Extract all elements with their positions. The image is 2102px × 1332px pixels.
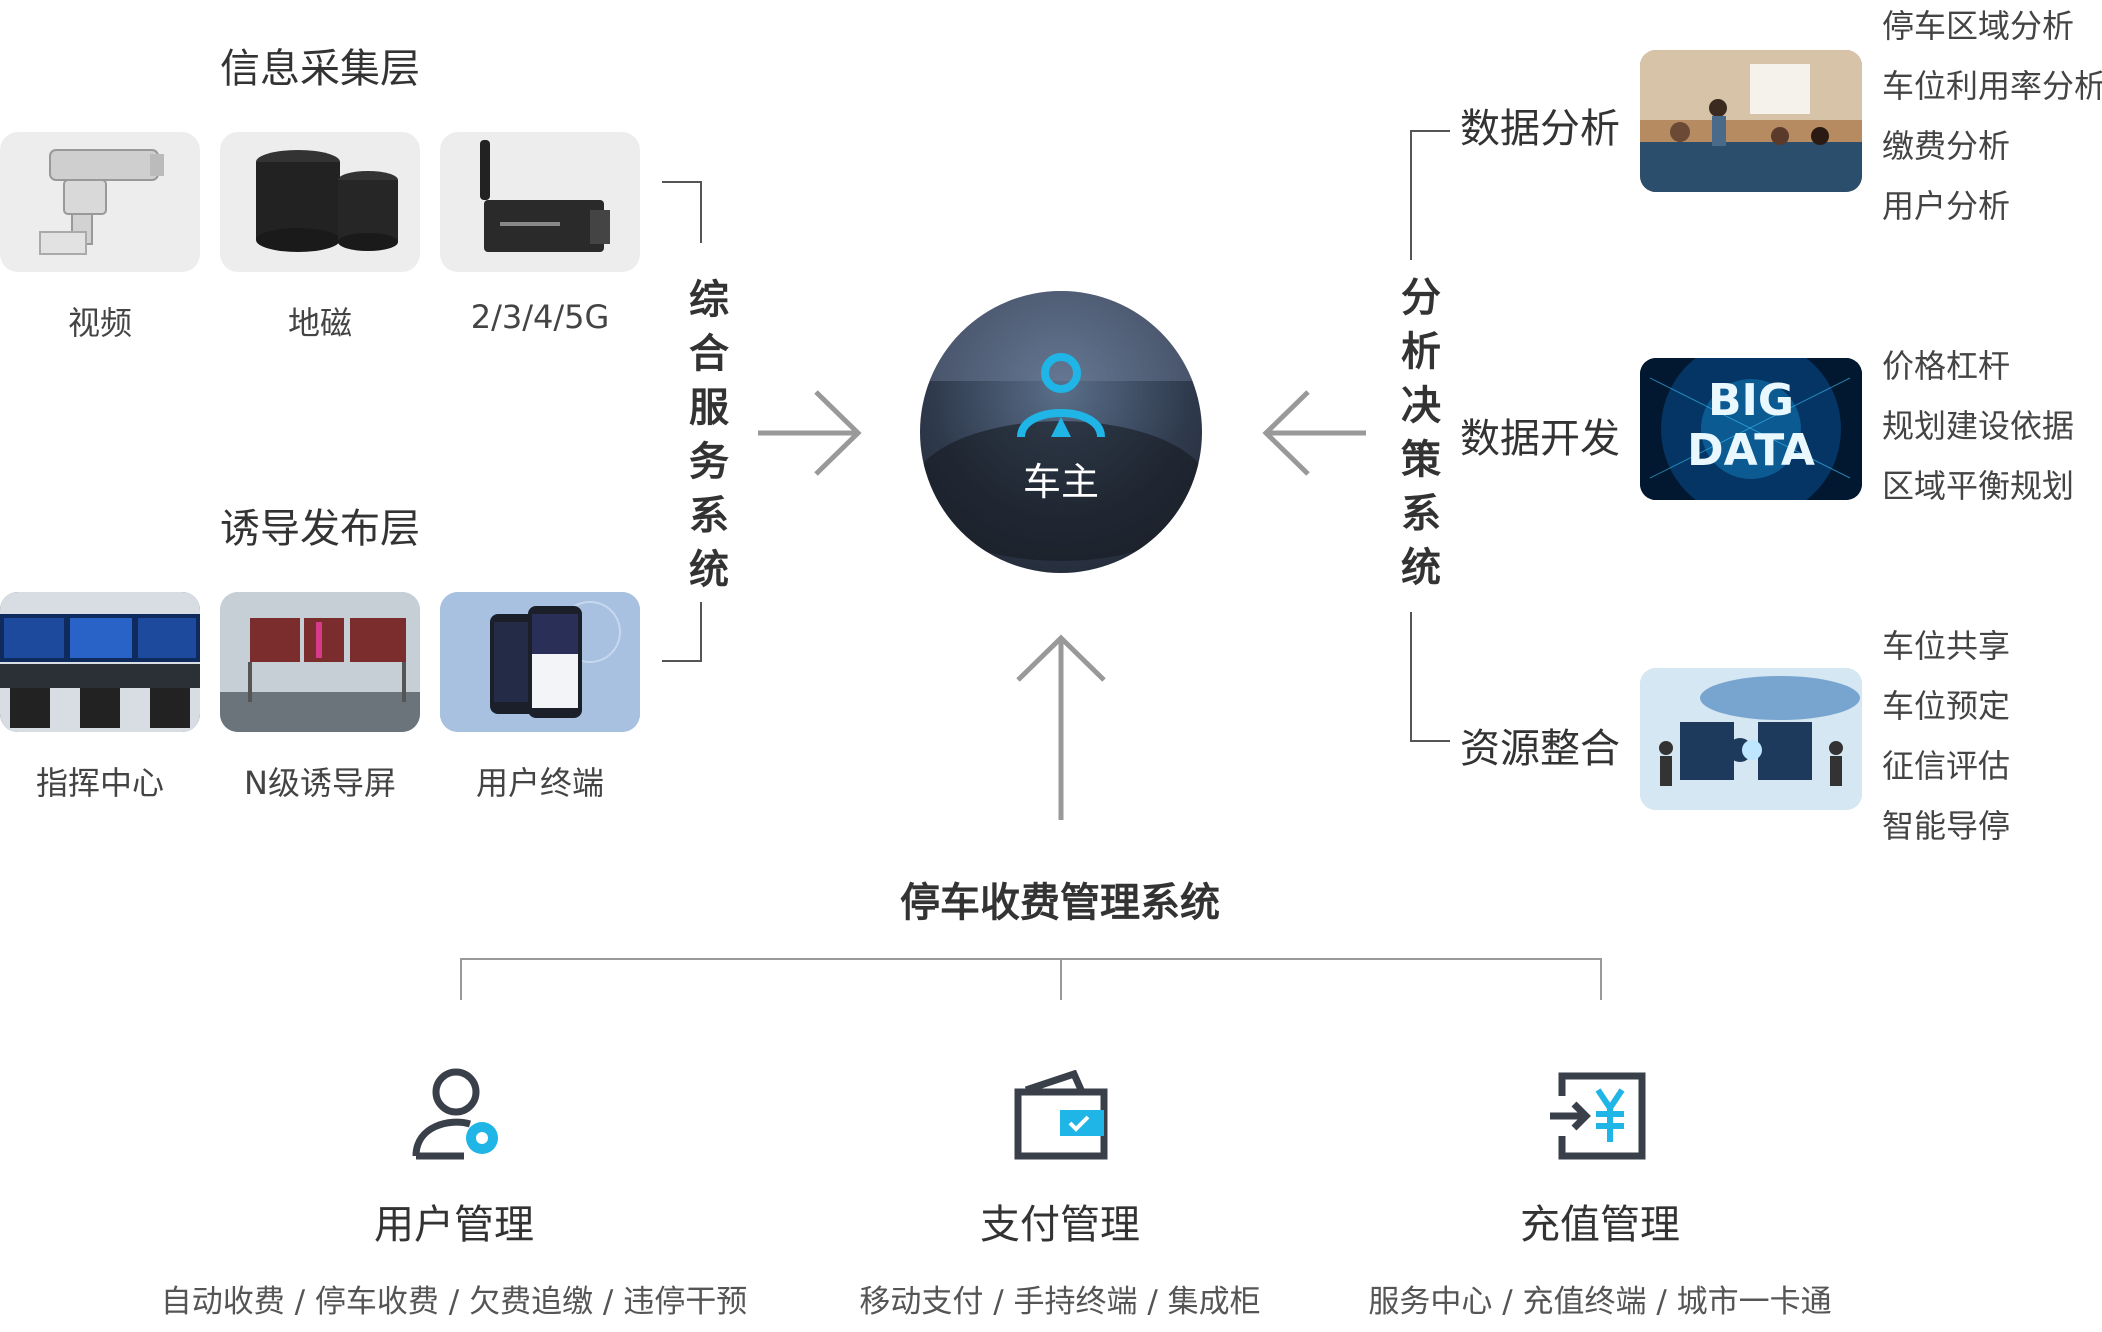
branch1-item-2: 车位利用率分析 xyxy=(1882,67,2102,105)
recharge-management-desc: 服务中心 / 充值终端 / 城市一卡通 xyxy=(1368,1284,1832,1320)
recharge-management-title: 充值管理 xyxy=(1520,1202,1680,1248)
data-analysis-title: 数据分析 xyxy=(1460,106,1620,152)
puzzle-image xyxy=(1640,668,1862,810)
yuan-recharge-icon xyxy=(1550,1072,1646,1160)
left-bracket-bottom-vertical xyxy=(700,602,702,662)
network-label: 2/3/4/5G xyxy=(470,298,610,336)
guidance-layer-title: 诱导发布层 xyxy=(220,506,420,552)
user-terminal-label: 用户终端 xyxy=(475,764,604,802)
resource-integration-title: 资源整合 xyxy=(1460,726,1620,772)
driver-icon xyxy=(1017,353,1105,438)
arrow-up-icon xyxy=(1016,634,1106,820)
branch1-item-4: 用户分析 xyxy=(1882,187,2011,225)
branch2-item-2: 规划建设依据 xyxy=(1882,407,2075,445)
driver-label: 车主 xyxy=(1022,460,1099,504)
service-system-label: 综合服务系统 xyxy=(682,278,728,602)
road-guidance-sign-image xyxy=(220,592,420,732)
parking-tree-left-drop xyxy=(460,958,462,1000)
command-center-image xyxy=(0,592,200,732)
payment-management-desc: 移动支付 / 手持终端 / 集成柜 xyxy=(859,1284,1261,1320)
parking-tree-right-drop xyxy=(1600,958,1602,1000)
decision-system-label: 分析决策系统 xyxy=(1394,276,1440,600)
arrow-right-icon xyxy=(758,390,862,476)
branch2-item-3: 区域平衡规划 xyxy=(1882,467,2075,505)
mobile-phone-image xyxy=(440,592,640,732)
video-label: 视频 xyxy=(67,304,132,342)
branch3-item-3: 征信评估 xyxy=(1882,747,2011,785)
data-development-title: 数据开发 xyxy=(1460,416,1620,462)
left-bracket-top-vertical xyxy=(700,181,702,243)
payment-management-title: 支付管理 xyxy=(980,1202,1140,1248)
branch2-item-1: 价格杠杆 xyxy=(1882,347,2011,385)
driver-circle: 车主 xyxy=(920,291,1202,573)
guidance-screen-label: N级诱导屏 xyxy=(244,764,396,802)
arrow-left-icon xyxy=(1262,390,1366,476)
user-management-title: 用户管理 xyxy=(374,1202,534,1248)
branch3-item-1: 车位共享 xyxy=(1882,627,2011,665)
meeting-photo xyxy=(1640,50,1862,192)
parking-tree-horizontal xyxy=(460,958,1602,960)
branch3-item-2: 车位预定 xyxy=(1882,687,2011,725)
user-management-desc: 自动收费 / 停车收费 / 欠费追缴 / 违停干预 xyxy=(160,1284,748,1320)
magnetic-sensor-image xyxy=(220,132,420,272)
magnetic-label: 地磁 xyxy=(287,304,352,342)
wallet-icon xyxy=(1014,1070,1108,1160)
branch1-item-3: 缴费分析 xyxy=(1882,127,2011,165)
decision-branch-1-line xyxy=(1410,130,1450,132)
left-bracket-bottom xyxy=(662,660,702,662)
branch3-item-4: 智能导停 xyxy=(1882,807,2011,845)
branch1-item-1: 停车区域分析 xyxy=(1882,7,2075,45)
parking-tree-middle-drop xyxy=(1060,958,1062,1000)
decision-tree-top-line xyxy=(1410,130,1412,260)
decision-tree-bottom-line xyxy=(1410,612,1412,742)
parking-system-title: 停车收费管理系统 xyxy=(900,880,1220,926)
surveillance-camera-image xyxy=(0,132,200,272)
collection-layer-title: 信息采集层 xyxy=(220,46,420,92)
left-bracket-top xyxy=(662,181,702,183)
command-center-label: 指挥中心 xyxy=(35,764,164,802)
decision-branch-3-line xyxy=(1410,740,1450,742)
user-settings-icon xyxy=(412,1068,498,1160)
wireless-router-image xyxy=(440,132,640,272)
